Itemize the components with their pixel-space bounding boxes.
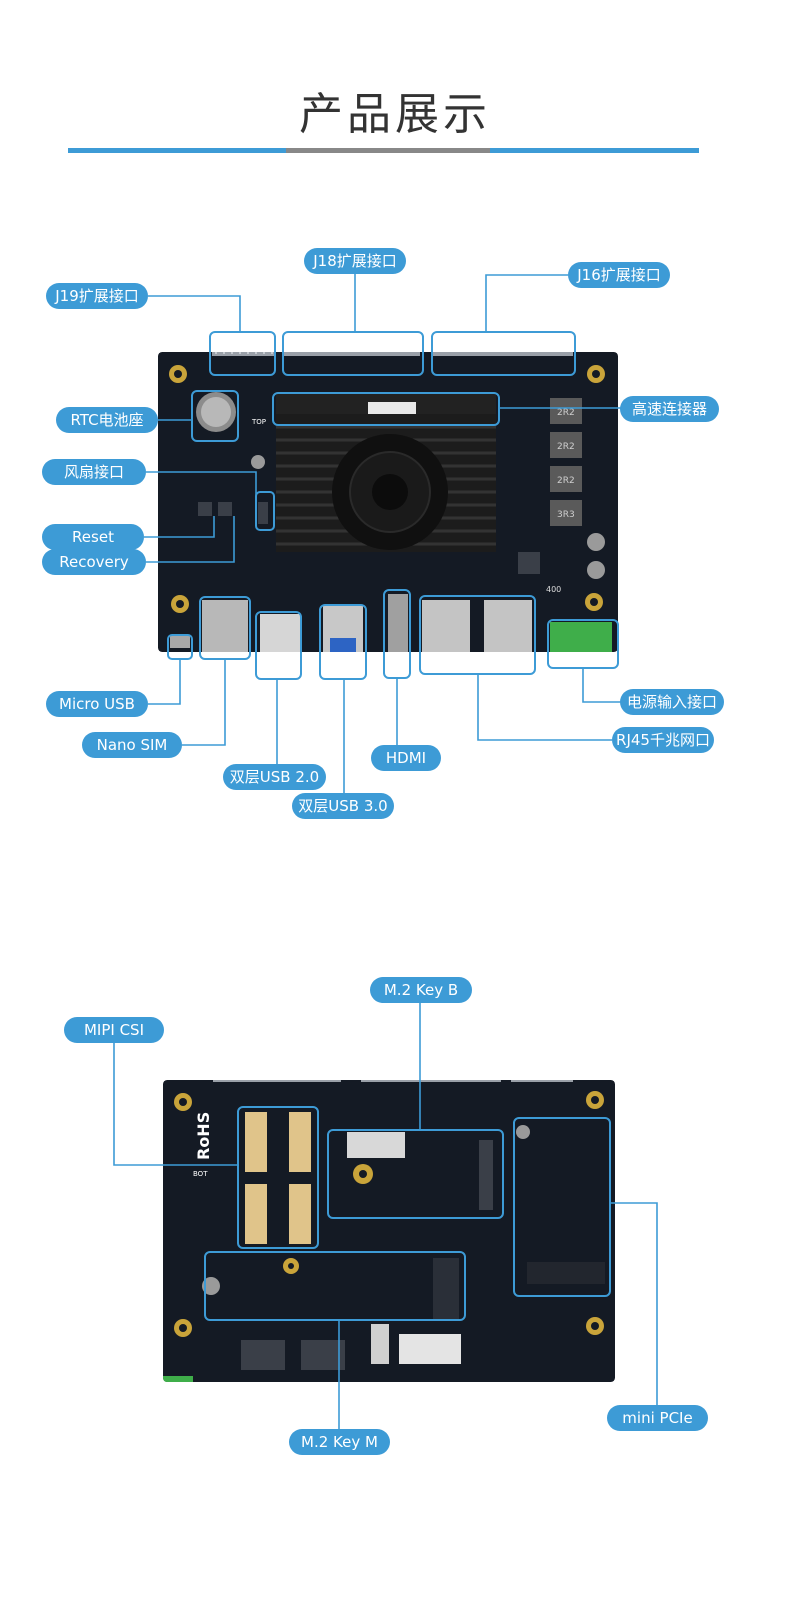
box-rj45: [419, 595, 536, 675]
cap-label: 400: [546, 585, 561, 594]
box-usb2: [255, 611, 302, 680]
box-micro-usb: [167, 634, 193, 660]
top-silk-label: TOP: [251, 418, 266, 426]
label-hdmi: HDMI: [371, 745, 441, 771]
label-j18: J18扩展接口: [304, 248, 406, 274]
label-nano-sim: Nano SIM: [82, 732, 182, 758]
label-rj45: RJ45千兆网口: [612, 727, 714, 753]
box-m2b: [327, 1129, 504, 1219]
box-hs-conn: [272, 392, 500, 426]
box-rtc: [191, 390, 239, 442]
rohs-mark: RoHS: [194, 1112, 213, 1160]
page-title: 产品展示: [299, 89, 491, 140]
box-j16: [431, 331, 576, 376]
label-usb2: 双层USB 2.0: [223, 764, 326, 790]
box-power: [547, 619, 619, 669]
box-usb3: [319, 604, 367, 680]
label-power: 电源输入接口: [620, 689, 724, 715]
label-hs-conn: 高速连接器: [620, 396, 719, 422]
box-j18: [282, 331, 424, 376]
label-recovery: Recovery: [42, 549, 146, 575]
title-rule-left: [68, 148, 286, 153]
box-nano-sim: [199, 596, 251, 660]
box-fan: [255, 491, 275, 531]
box-pcie: [513, 1117, 611, 1297]
inductor-label-2: 2R2: [557, 442, 575, 452]
label-pcie: mini PCIe: [607, 1405, 708, 1431]
box-mipi: [237, 1106, 319, 1249]
label-j16: J16扩展接口: [568, 262, 670, 288]
box-m2m: [204, 1251, 466, 1321]
label-m2b: M.2 Key B: [370, 977, 472, 1003]
label-rtc: RTC电池座: [56, 407, 158, 433]
top-board-image: TOP 2R2 2R2 2R2 3R3 400: [158, 352, 618, 652]
label-mipi: MIPI CSI: [64, 1017, 164, 1043]
label-micro-usb: Micro USB: [46, 691, 148, 717]
inductor-label-1: 2R2: [557, 408, 575, 418]
label-m2m: M.2 Key M: [289, 1429, 390, 1455]
title-rule-center: [286, 148, 490, 153]
box-hdmi: [383, 589, 411, 679]
box-j19: [209, 331, 276, 376]
title-rule-right: [490, 148, 699, 153]
inductor-label-3: 2R2: [557, 476, 575, 486]
inductor-label-4: 3R3: [557, 510, 575, 520]
label-reset: Reset: [42, 524, 144, 550]
label-fan: 风扇接口: [42, 459, 146, 485]
label-j19: J19扩展接口: [46, 283, 148, 309]
bot-silk-label: BOT: [193, 1170, 208, 1178]
label-usb3: 双层USB 3.0: [292, 793, 394, 819]
